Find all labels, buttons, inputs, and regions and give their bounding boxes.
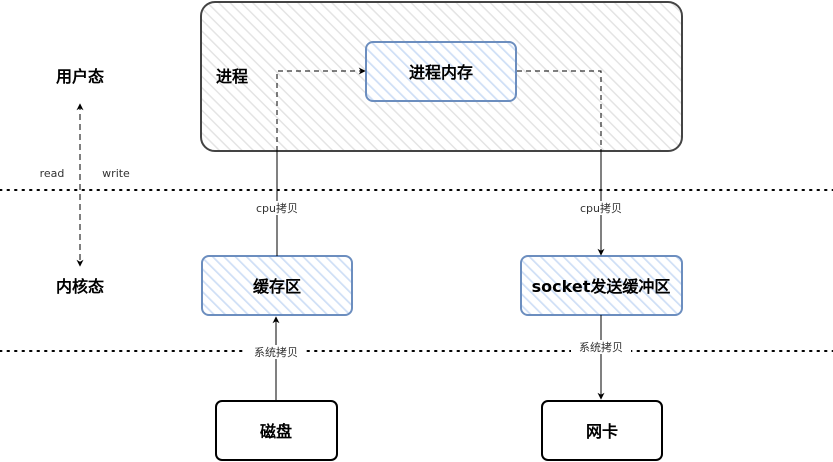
sys-copy-left-label: 系统拷贝	[254, 345, 298, 359]
process-memory-label: 进程内存	[409, 63, 473, 82]
edge-label-bg-cpu-left	[252, 201, 302, 215]
edge-label-bg-cpu-right	[576, 201, 626, 215]
nic-box	[541, 400, 663, 461]
edge-memory-to-socket-dashed	[517, 70, 602, 151]
nic-label: 网卡	[586, 422, 618, 441]
socket-buffer-label: socket发送缓冲区	[532, 277, 671, 296]
edge-label-bg-sys-left	[246, 345, 306, 359]
cpu-copy-left-label: cpu拷贝	[256, 201, 298, 215]
kernel-mode-label: 内核态	[56, 277, 104, 296]
process-memory-box	[365, 41, 517, 102]
sys-copy-right-label: 系统拷贝	[579, 340, 623, 354]
process-label: 进程	[216, 67, 248, 86]
edge-label-bg-sys-right	[571, 340, 631, 354]
write-label: write	[102, 167, 130, 180]
disk-label: 磁盘	[260, 422, 292, 441]
user-mode-label: 用户态	[56, 67, 104, 86]
read-label: read	[40, 167, 65, 180]
edge-cache-to-memory-dashed	[276, 67, 366, 151]
cache-label: 缓存区	[252, 277, 301, 296]
cpu-copy-right-label: cpu拷贝	[580, 201, 622, 215]
